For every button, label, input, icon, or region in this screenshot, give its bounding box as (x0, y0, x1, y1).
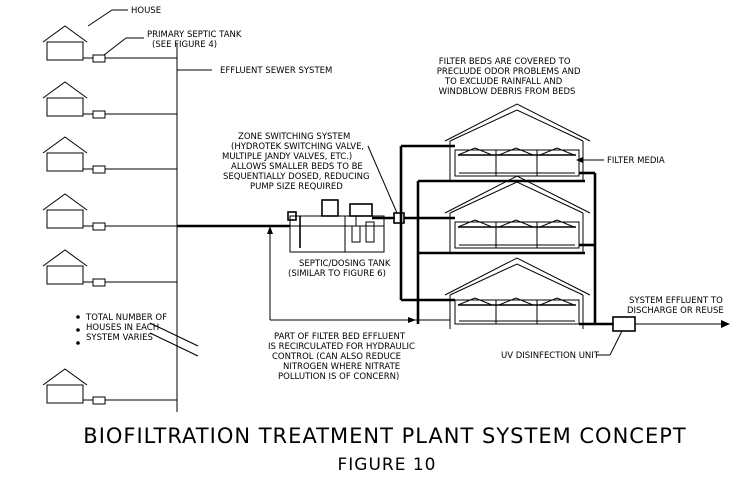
house (42, 368, 88, 404)
uv-disinfection-unit (612, 316, 636, 332)
house-lateral (83, 222, 177, 231)
primary-tank-label: PRIMARY SEPTIC TANK (SEE FIGURE 4) (147, 30, 244, 50)
uv-leader (609, 330, 623, 356)
house (42, 249, 88, 285)
house-lateral (83, 110, 177, 119)
house-leader (87, 9, 113, 27)
filter-bed (444, 257, 591, 329)
house (42, 193, 88, 229)
zone-switching-leader (367, 145, 398, 214)
septic-dosing-label: SEPTIC/DOSING TANK (SIMILAR TO FIGURE 6) (288, 259, 393, 279)
house-lateral (83, 54, 177, 63)
house (42, 136, 88, 172)
house (42, 25, 88, 61)
zone-switching-label: ZONE SWITCHING SYSTEM (HYDROTEK SWITCHIN… (222, 132, 372, 192)
primary-tank-leader (103, 37, 127, 56)
house-label: HOUSE (131, 6, 161, 16)
break-symbol (149, 322, 199, 357)
septic-dosing-tank (287, 199, 385, 253)
diagram-title: BIOFILTRATION TREATMENT PLANT SYSTEM CON… (83, 424, 686, 448)
effluent-collector (416, 171, 613, 326)
figure-number: FIGURE 10 (338, 455, 437, 475)
zone-switching-valve (393, 212, 405, 224)
dosing-header (399, 144, 455, 302)
filter-bed (444, 175, 591, 253)
filter-beds-note: FILTER BEDS ARE COVERED TO PRECLUDE ODOR… (437, 57, 584, 97)
svg-text:TOTAL NUMBER OF HOUSES I: TOTAL NUMBER OF HOUSES IN EACH SYSTEM VA… (85, 313, 170, 343)
house-lateral (83, 165, 177, 174)
system-effluent-label: SYSTEM EFFLUENT TO DISCHARGE OR REUSE (627, 296, 725, 316)
uv-unit-label: UV DISINFECTION UNIT (501, 351, 600, 361)
house (42, 81, 88, 117)
total-houses-note: TOTAL NUMBER OF HOUSES IN EACH SYSTEM VA… (76, 313, 170, 345)
recirculation-line (267, 226, 450, 323)
recirculation-note: PART OF FILTER BED EFFLUENT IS RECIRCULA… (268, 332, 418, 382)
filter-bed (444, 103, 591, 181)
house-lateral (83, 278, 177, 287)
house-lateral (83, 396, 177, 405)
effluent-arrow (721, 320, 730, 328)
filter-media-label: FILTER MEDIA (607, 156, 665, 166)
effluent-sewer-label: EFFLUENT SEWER SYSTEM (220, 66, 332, 76)
